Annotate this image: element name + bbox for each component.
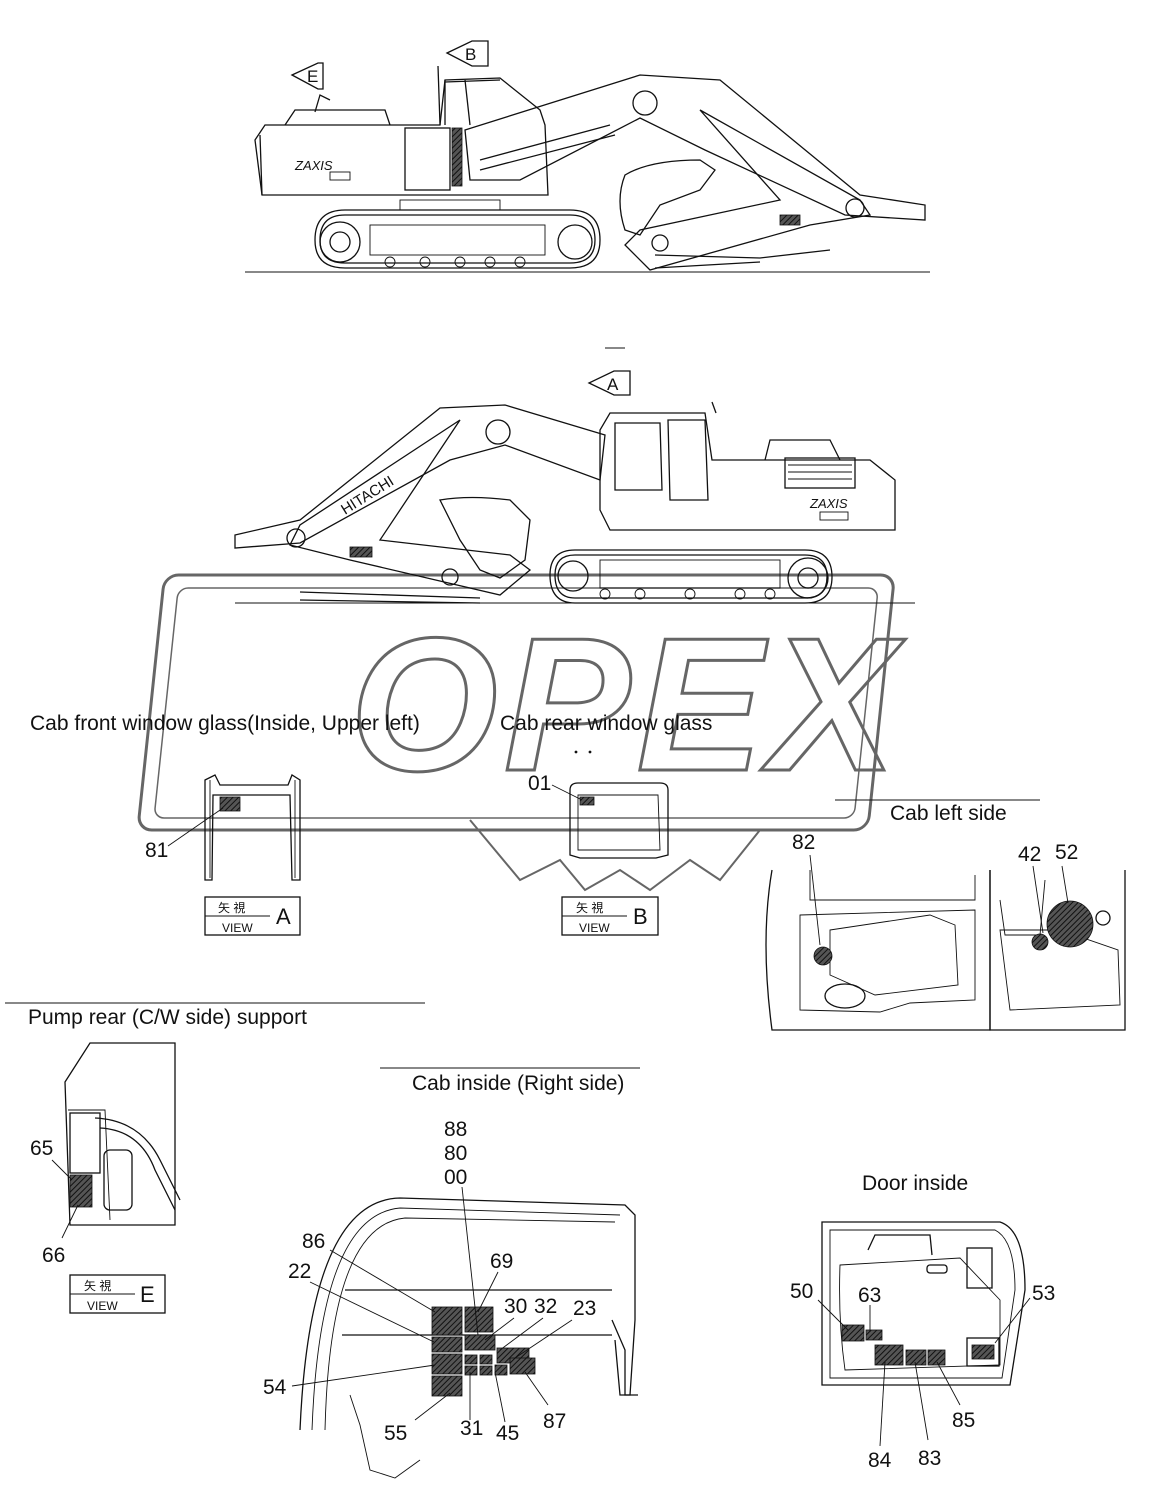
view-marker-a-label: A [607, 375, 619, 394]
callout-00: 00 [444, 1166, 467, 1189]
title-cab-rear: Cab rear window glass [500, 712, 712, 735]
callout-83: 83 [918, 1447, 941, 1470]
callout-87: 87 [543, 1410, 566, 1433]
section-titles: Cab front window glass(Inside, Upper lef… [28, 712, 1007, 1195]
view-box-a-kanji: 矢 視 [218, 900, 245, 915]
callout-81: 81 [145, 839, 168, 862]
view-box-e-kanji: 矢 視 [84, 1278, 111, 1293]
view-box-a-view: VIEW [222, 921, 253, 935]
callout-69: 69 [490, 1250, 513, 1273]
view-box-a-letter: A [276, 904, 291, 929]
watermark-text: OPEX [350, 599, 906, 811]
watermark: OPEX [137, 573, 906, 892]
callout-54: 54 [263, 1376, 287, 1399]
callout-32: 32 [534, 1295, 557, 1318]
cab-front-window-diagram: 81 [145, 774, 301, 881]
callout-52: 52 [1055, 841, 1078, 864]
callout-85: 85 [952, 1409, 975, 1432]
excavator-side-view: A ZAXIS HITACHI [234, 347, 915, 604]
callout-22: 22 [288, 1260, 311, 1283]
excavator-top-view: E B ZAXIS [245, 40, 930, 273]
callout-84: 84 [868, 1449, 892, 1472]
title-cab-left: Cab left side [890, 802, 1007, 825]
pump-rear-diagram: 65 66 [30, 1042, 181, 1267]
title-door-inside: Door inside [862, 1172, 968, 1195]
view-box-a: 矢 視 VIEW A [204, 896, 301, 936]
cab-left-side-diagram: 82 42 52 [765, 831, 1126, 1031]
callout-45: 45 [496, 1422, 519, 1445]
view-box-b-view: VIEW [579, 921, 610, 935]
cab-inside-right-diagram: 88 80 00 86 22 69 30 32 23 54 55 31 45 8… [263, 1118, 638, 1479]
title-pump-rear: Pump rear (C/W side) support [28, 1006, 307, 1029]
cab-rear-window-diagram: 01 [528, 750, 669, 859]
view-box-b-kanji: 矢 視 [576, 900, 603, 915]
callout-82: 82 [792, 831, 815, 854]
callout-23: 23 [573, 1297, 596, 1320]
view-marker-e-label: E [307, 67, 318, 86]
view-box-e-letter: E [140, 1282, 155, 1307]
door-inside-diagram: 50 63 53 84 83 85 [790, 1221, 1055, 1472]
callout-88: 88 [444, 1118, 467, 1141]
title-cab-front: Cab front window glass(Inside, Upper lef… [30, 712, 420, 735]
callout-42: 42 [1018, 843, 1041, 866]
callout-86: 86 [302, 1230, 325, 1253]
brand-label-top: ZAXIS [294, 158, 333, 173]
title-cab-inside-right: Cab inside (Right side) [412, 1072, 624, 1095]
callout-31: 31 [460, 1417, 483, 1440]
view-marker-e: E [290, 62, 324, 90]
view-marker-a: A [587, 370, 631, 396]
callout-65: 65 [30, 1137, 53, 1160]
view-marker-b: B [445, 40, 489, 67]
callout-80: 80 [444, 1142, 467, 1165]
view-box-b: 矢 視 VIEW B [561, 896, 659, 936]
callout-30: 30 [504, 1295, 527, 1318]
callout-66: 66 [42, 1244, 65, 1267]
boom-brand-text: HITACHI [338, 473, 397, 519]
view-marker-b-label: B [465, 45, 476, 64]
view-box-e: 矢 視 VIEW E [69, 1274, 166, 1314]
callout-50: 50 [790, 1280, 813, 1303]
callout-63: 63 [858, 1284, 881, 1307]
callout-53: 53 [1032, 1282, 1055, 1305]
callout-01: 01 [528, 772, 551, 795]
brand-label-side: ZAXIS [809, 496, 848, 511]
callout-55: 55 [384, 1422, 407, 1445]
view-box-b-letter: B [633, 904, 648, 929]
view-box-e-view: VIEW [87, 1299, 118, 1313]
